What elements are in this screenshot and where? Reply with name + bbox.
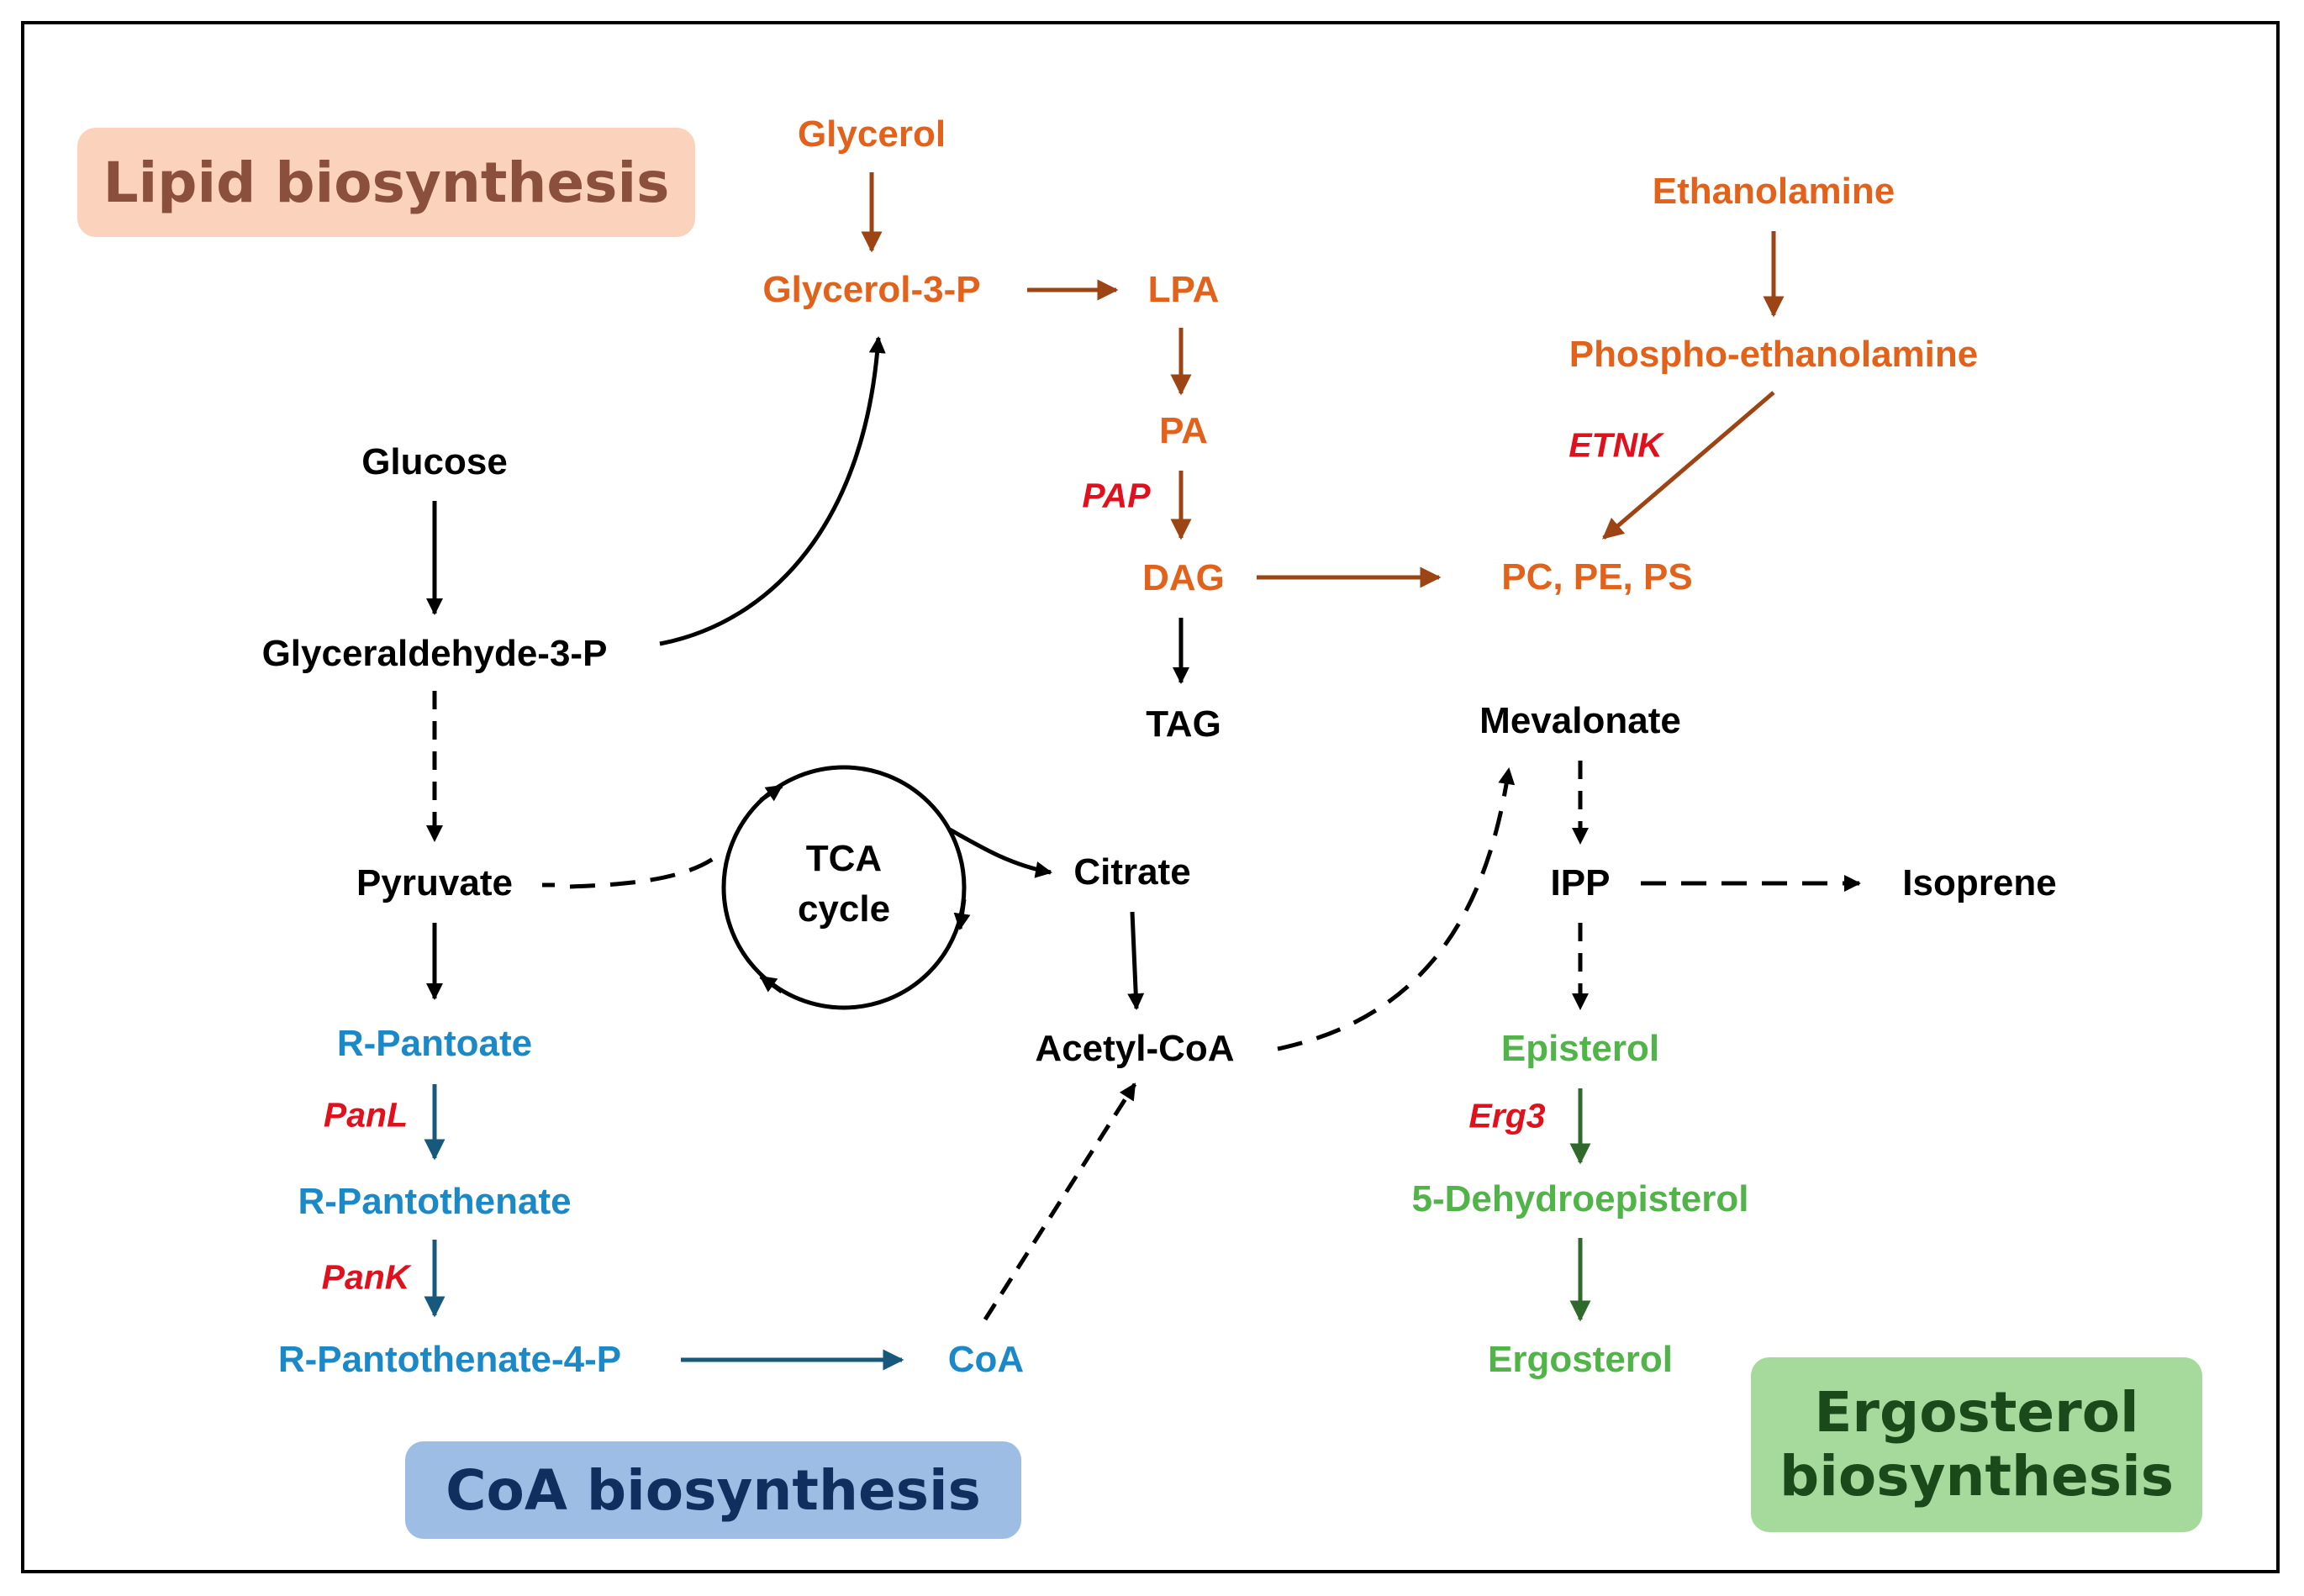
lipid-arrows <box>861 172 1785 588</box>
node-glycerol-3-p: Glycerol-3-P <box>762 269 981 310</box>
enzyme-erg3: Erg3 <box>1468 1096 1546 1135</box>
lipid-biosynthesis-label: Lipid biosynthesis <box>103 150 670 215</box>
node-ethanolamine: Ethanolamine <box>1652 171 1895 212</box>
arrow-acetylcoa-to-mevalonate <box>1277 767 1516 1051</box>
enzyme-pap: PAP <box>1082 476 1151 515</box>
node-r-pantothenate-4-p: R-Pantothenate-4-P <box>277 1339 622 1380</box>
ergosterol-biosynthesis-label-line1: Ergosterol <box>1814 1380 2139 1446</box>
enzyme-etnk: ETNK <box>1569 425 1663 465</box>
node-r-pantoate: R-Pantoate <box>336 1023 533 1064</box>
ergosterol-biosynthesis-box: Ergosterol biosynthesis <box>1751 1357 2202 1532</box>
node-pa: PA <box>1159 410 1208 451</box>
tca-cycle-arrowhead-top <box>759 783 783 803</box>
arrow-pyruvate-to-tca <box>542 851 723 889</box>
node-pyruvate: Pyruvate <box>356 862 513 903</box>
arrow-citrate-to-acetylcoa <box>1127 911 1145 1010</box>
node-mevalonate: Mevalonate <box>1479 700 1681 741</box>
node-citrate: Citrate <box>1073 851 1191 893</box>
coa-biosynthesis-label: CoA biosynthesis <box>446 1457 981 1523</box>
node-glucose: Glucose <box>361 441 508 482</box>
arrow-coa-to-acetylcoa <box>983 1082 1137 1321</box>
node-ipp: IPP <box>1550 862 1611 903</box>
node-glycerol: Glycerol <box>797 113 946 155</box>
node-episterol: Episterol <box>1500 1028 1660 1069</box>
node-phospho-ethanolamine: Phospho-ethanolamine <box>1569 334 1979 375</box>
node-glyceraldehyde-3-p: Glyceraldehyde-3-P <box>261 633 608 674</box>
coa-arrows <box>424 1084 904 1371</box>
core-arrows <box>426 336 1861 1321</box>
node-ergosterol: Ergosterol <box>1487 1339 1674 1380</box>
node-tca-cycle-line1: TCA <box>805 838 883 879</box>
node-tca-cycle-line2: cycle <box>797 888 891 930</box>
node-pc-pe-ps: PC, PE, PS <box>1501 556 1693 598</box>
enzyme-pank: PanK <box>321 1257 410 1297</box>
tca-cycle-arrowhead-bottom <box>759 974 783 994</box>
node-5-dehydroepisterol: 5-Dehydroepisterol <box>1411 1178 1749 1219</box>
node-acetyl-coa: Acetyl-CoA <box>1035 1028 1235 1069</box>
figure-border <box>21 21 2280 1573</box>
node-tag: TAG <box>1146 703 1221 745</box>
arrow-glyceraldehyde3p-to-glycerol3p <box>659 336 886 646</box>
node-coa: CoA <box>947 1339 1025 1380</box>
tca-cycle-ring <box>721 765 967 1010</box>
node-r-pantothenate: R-Pantothenate <box>298 1181 572 1222</box>
lipid-biosynthesis-box: Lipid biosynthesis <box>77 128 695 237</box>
enzyme-panl: PanL <box>323 1095 409 1135</box>
arrow-tca-to-citrate <box>948 827 1052 878</box>
node-dag: DAG <box>1142 557 1225 598</box>
node-isoprene: Isoprene <box>1902 862 2057 903</box>
node-lpa: LPA <box>1147 269 1220 310</box>
arrow-phosphoethanolamine-to-pcpeps <box>1602 391 1775 540</box>
coa-biosynthesis-box: CoA biosynthesis <box>405 1441 1021 1539</box>
tca-cycle-arrowhead-right <box>953 898 971 930</box>
ergosterol-biosynthesis-label-line2: biosynthesis <box>1779 1444 2174 1509</box>
